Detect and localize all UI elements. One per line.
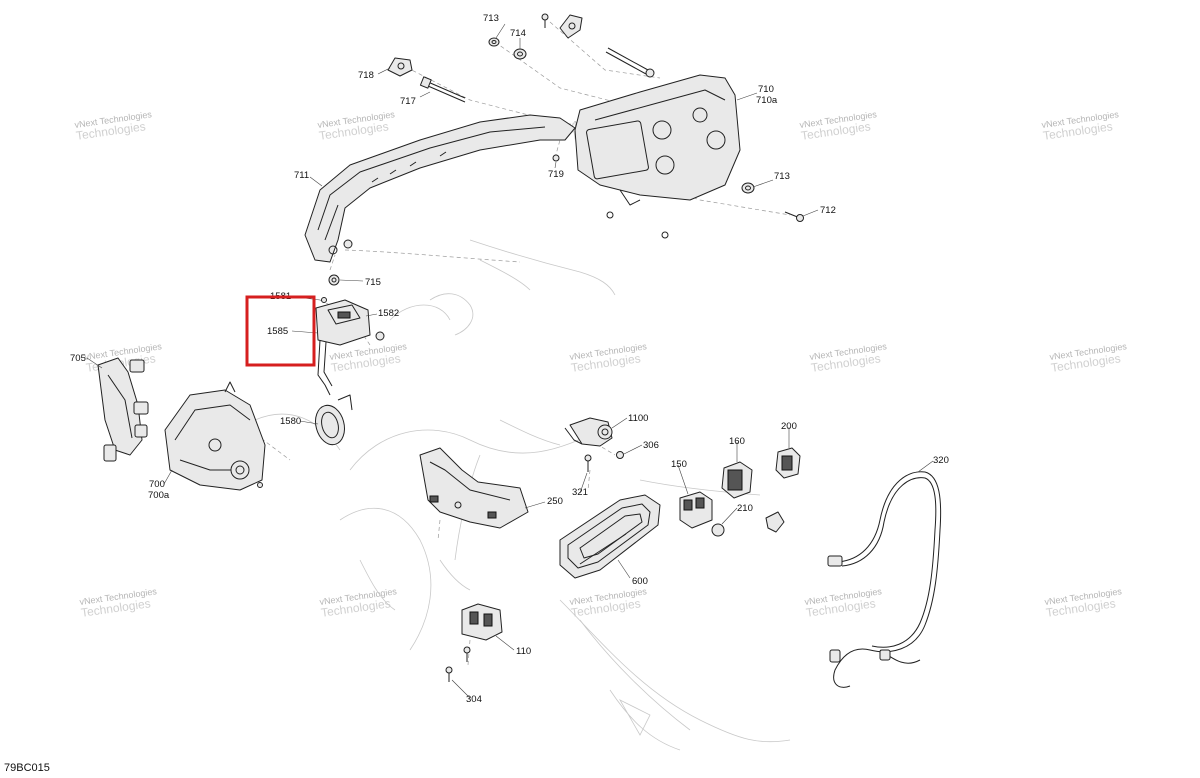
part-711-fairing-bracket	[304, 114, 576, 263]
callout-713: 713	[483, 13, 499, 24]
watermark: vNext Technologies Technologies	[809, 341, 888, 375]
hardware-719-screw	[552, 154, 560, 162]
diagram-code: 79BC015	[4, 762, 50, 774]
part-160-switch	[721, 461, 753, 499]
callout-321: 321	[572, 487, 588, 498]
callout-712: 712	[820, 205, 836, 216]
callout-710: 710	[758, 84, 774, 95]
callout-714: 714	[510, 28, 526, 39]
hardware-714-nut	[513, 48, 527, 60]
callout-150: 150	[671, 459, 687, 470]
callout-700: 700	[149, 479, 165, 490]
callout-210: 210	[737, 503, 753, 514]
hardware-715-nut	[328, 239, 353, 286]
watermark: vNext Technologies Technologies	[329, 341, 408, 375]
callout-717: 717	[400, 96, 416, 107]
callout-250: 250	[547, 496, 563, 507]
callout-705: 705	[70, 353, 86, 364]
part-150-switch-block	[679, 491, 713, 529]
hardware-bolt-top	[605, 47, 655, 78]
callout-718: 718	[358, 70, 374, 81]
part-700-headlight	[164, 381, 266, 491]
callout-200: 200	[781, 421, 797, 432]
part-210-connector	[711, 511, 785, 537]
watermark: vNext Technologies Technologies	[1041, 109, 1120, 143]
part-710-fairing-housing	[574, 74, 741, 239]
callout-1580: 1580	[280, 416, 301, 427]
hardware-306	[616, 451, 624, 459]
watermark: vNext Technologies Technologies	[317, 109, 396, 143]
part-1580-horn	[315, 394, 353, 446]
callout-1100: 1100	[628, 413, 648, 424]
watermark: vNext Technologies Technologies	[1044, 586, 1123, 620]
callout-160: 160	[729, 436, 745, 447]
callout-711: 711	[294, 170, 309, 181]
callout-710a: 710a	[756, 95, 778, 106]
watermark: vNext Technologies Technologies	[804, 586, 883, 620]
part-1100-ignition-switch	[564, 417, 613, 447]
callout-110: 110	[516, 646, 531, 657]
hardware-304-screw	[445, 646, 471, 682]
part-250-cluster-bracket	[419, 447, 529, 529]
part-110-switch	[461, 603, 503, 641]
watermark: vNext Technologies Technologies	[1049, 341, 1128, 375]
hardware-713-washer-right	[741, 182, 755, 194]
part-1582-horn-bracket	[315, 297, 385, 396]
callout-600: 600	[632, 576, 648, 587]
hardware-717-bolt	[419, 76, 466, 103]
part-200-switch	[775, 447, 801, 479]
watermark: vNext Technologies Technologies	[74, 109, 153, 143]
callout-713-right: 713	[774, 171, 790, 182]
part-600-instrument-cluster	[559, 494, 661, 579]
callout-320: 320	[933, 455, 949, 466]
callout-306: 306	[643, 440, 659, 451]
part-320-wiring-harness	[827, 471, 942, 688]
watermark: vNext Technologies Technologies	[319, 586, 398, 620]
watermark: vNext Technologies Technologies	[799, 109, 878, 143]
callout-1585: 1585	[267, 326, 288, 337]
callout-304: 304	[466, 694, 482, 705]
hardware-712-screw	[784, 211, 804, 222]
callout-700a: 700a	[148, 490, 170, 501]
callout-1582: 1582	[378, 308, 399, 319]
watermark: vNext Technologies Technologies	[569, 341, 648, 375]
hardware-321	[584, 454, 592, 472]
highlight-box	[245, 295, 316, 367]
watermark: vNext Technologies Technologies	[569, 586, 648, 620]
part-705-headlight-bracket	[97, 357, 149, 462]
watermark: vNext Technologies Technologies	[79, 586, 158, 620]
hardware-713-washer	[488, 37, 500, 47]
callout-715: 715	[365, 277, 381, 288]
hardware-clip-top	[541, 13, 583, 39]
callout-719: 719	[548, 169, 564, 180]
hardware-718-grommet	[387, 57, 413, 77]
